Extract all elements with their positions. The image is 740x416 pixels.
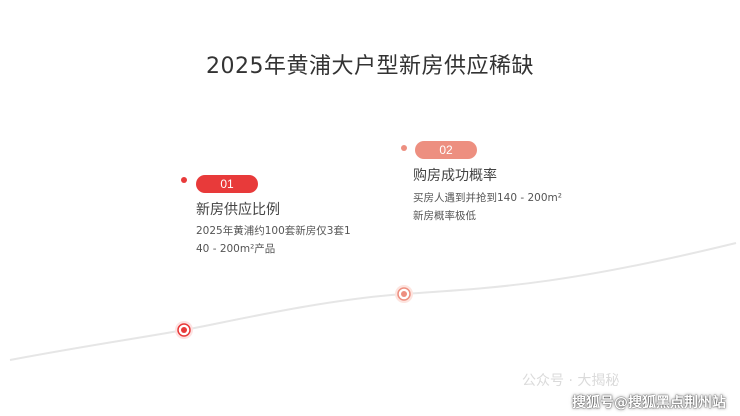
point-02-line-1: 买房人遇到并抢到140 - 200m² [413,192,562,204]
marker-02-dot [401,291,407,297]
point-02-heading: 购房成功概率 [413,168,497,184]
point-02-text: 买房人遇到并抢到140 - 200m² 新房概率极低 [413,189,562,225]
stem-02-top-dot [401,145,407,151]
point-01-line-2: 40 - 200m²产品 [196,243,276,255]
badge-02: 02 [415,141,477,159]
marker-01-dot [181,327,187,333]
page-title: 2025年黄浦大户型新房供应稀缺 [206,54,534,79]
watermark: 搜狐号@搜狐黑点荆州站 [572,395,726,411]
trend-curve [9,242,737,361]
point-02-line-2: 新房概率极低 [413,210,476,222]
faded-watermark: 公众号 · 大揭秘 [522,373,620,389]
point-01-line-1: 2025年黄浦约100套新房仅3套1 [196,225,351,237]
point-01-heading: 新房供应比例 [196,202,280,218]
stem-01-top-dot [181,177,187,183]
point-01-text: 2025年黄浦约100套新房仅3套1 40 - 200m²产品 [196,222,351,258]
badge-01: 01 [196,175,258,193]
